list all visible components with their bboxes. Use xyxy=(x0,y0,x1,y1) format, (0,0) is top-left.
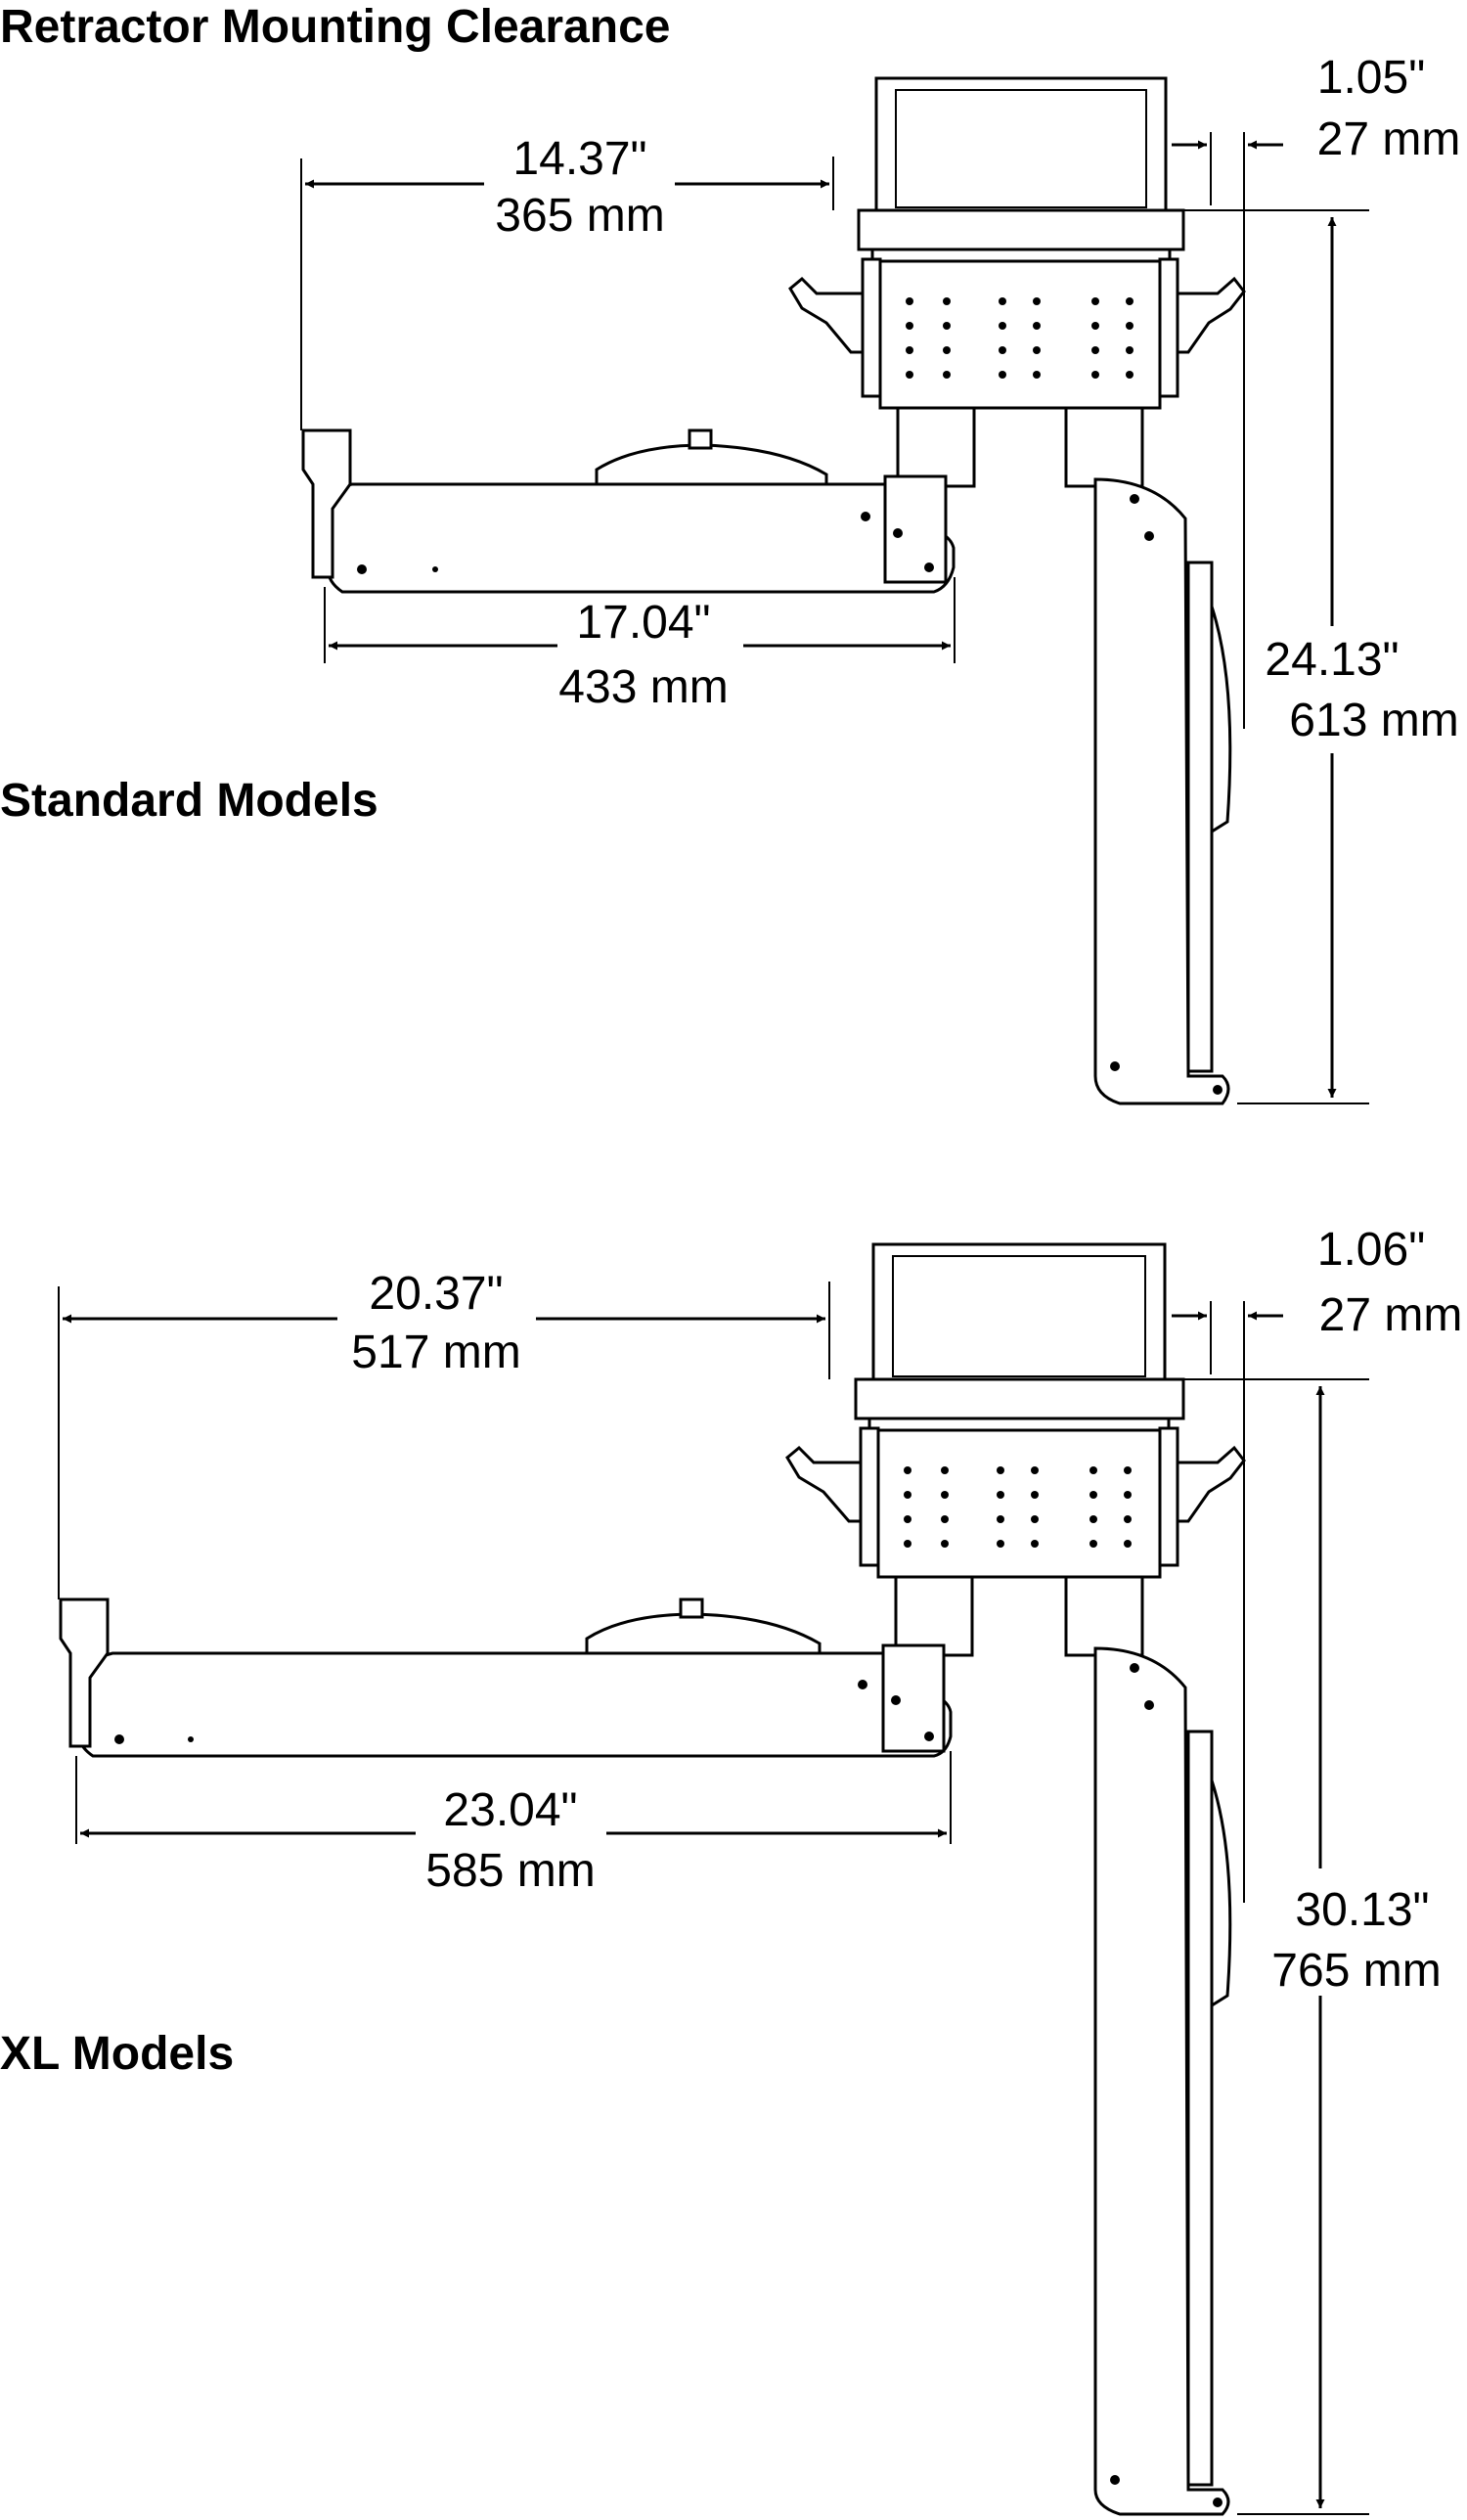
standard-models-heading: Standard Models xyxy=(0,775,378,827)
xl-display-box xyxy=(871,1242,1167,1381)
xl-height-in-label: 30.13" xyxy=(1295,1884,1429,1936)
standard-retractor-drawing xyxy=(301,76,1246,1105)
standard-reach-in-label: 14.37" xyxy=(512,133,646,185)
standard-width-mm-label: 433 mm xyxy=(558,661,728,713)
xl-tray-arm xyxy=(76,1651,953,1758)
standard-hole-grid xyxy=(906,297,1134,379)
standard-right-clamp xyxy=(1176,276,1246,354)
standard-latch xyxy=(595,443,828,486)
xl-housing xyxy=(876,1428,1162,1579)
standard-right-post xyxy=(1064,406,1144,488)
standard-mount-flange xyxy=(857,208,1185,251)
xl-reach-in-label: 20.37" xyxy=(369,1268,503,1320)
xl-end-bracket xyxy=(59,1598,110,1748)
standard-left-clamp xyxy=(788,276,865,354)
standard-clear-in-label: 1.05" xyxy=(1317,52,1425,104)
xl-clear-mm-label: 27 mm xyxy=(1319,1289,1463,1341)
standard-clear-mm-label: 27 mm xyxy=(1317,113,1461,165)
xl-right-clamp xyxy=(1176,1445,1246,1523)
xl-left-clamp xyxy=(785,1445,863,1523)
standard-column-knob xyxy=(1210,606,1232,834)
xl-dimensions: 20.37" 517 mm 23.04" 585 mm 1.06" 27 mm … xyxy=(58,1224,1463,2515)
xl-width-mm-label: 585 mm xyxy=(425,1845,595,1897)
xl-height-mm-label: 765 mm xyxy=(1271,1945,1441,1997)
xl-retractor-drawing xyxy=(59,1242,1246,2516)
standard-reach-mm-label: 365 mm xyxy=(495,190,664,242)
xl-models-heading: XL Models xyxy=(0,2028,235,2080)
xl-right-post xyxy=(1064,1575,1144,1657)
xl-left-post xyxy=(894,1575,974,1657)
xl-vertical-column xyxy=(1093,1646,1230,2516)
page-title: Retractor Mounting Clearance xyxy=(0,1,671,53)
standard-height-in-label: 24.13" xyxy=(1265,634,1399,686)
xl-hole-grid xyxy=(904,1466,1132,1548)
standard-display-box xyxy=(874,76,1168,212)
xl-clear-in-label: 1.06" xyxy=(1317,1224,1425,1276)
standard-vertical-column xyxy=(1093,477,1230,1105)
standard-width-in-label: 17.04" xyxy=(576,597,710,649)
xl-width-in-label: 23.04" xyxy=(443,1784,577,1836)
xl-latch xyxy=(585,1612,822,1655)
standard-dimensions: 14.37" 365 mm 17.04" 433 mm 1.05" 27 mm … xyxy=(300,52,1461,1104)
standard-left-post xyxy=(896,406,976,488)
xl-mount-flange xyxy=(854,1377,1185,1420)
xl-reach-mm-label: 517 mm xyxy=(351,1327,520,1378)
standard-height-mm-label: 613 mm xyxy=(1289,695,1458,746)
xl-column-knob xyxy=(1210,1779,1232,2008)
standard-housing xyxy=(878,259,1162,410)
standard-tray-arm xyxy=(326,482,956,594)
standard-end-bracket xyxy=(301,428,352,579)
